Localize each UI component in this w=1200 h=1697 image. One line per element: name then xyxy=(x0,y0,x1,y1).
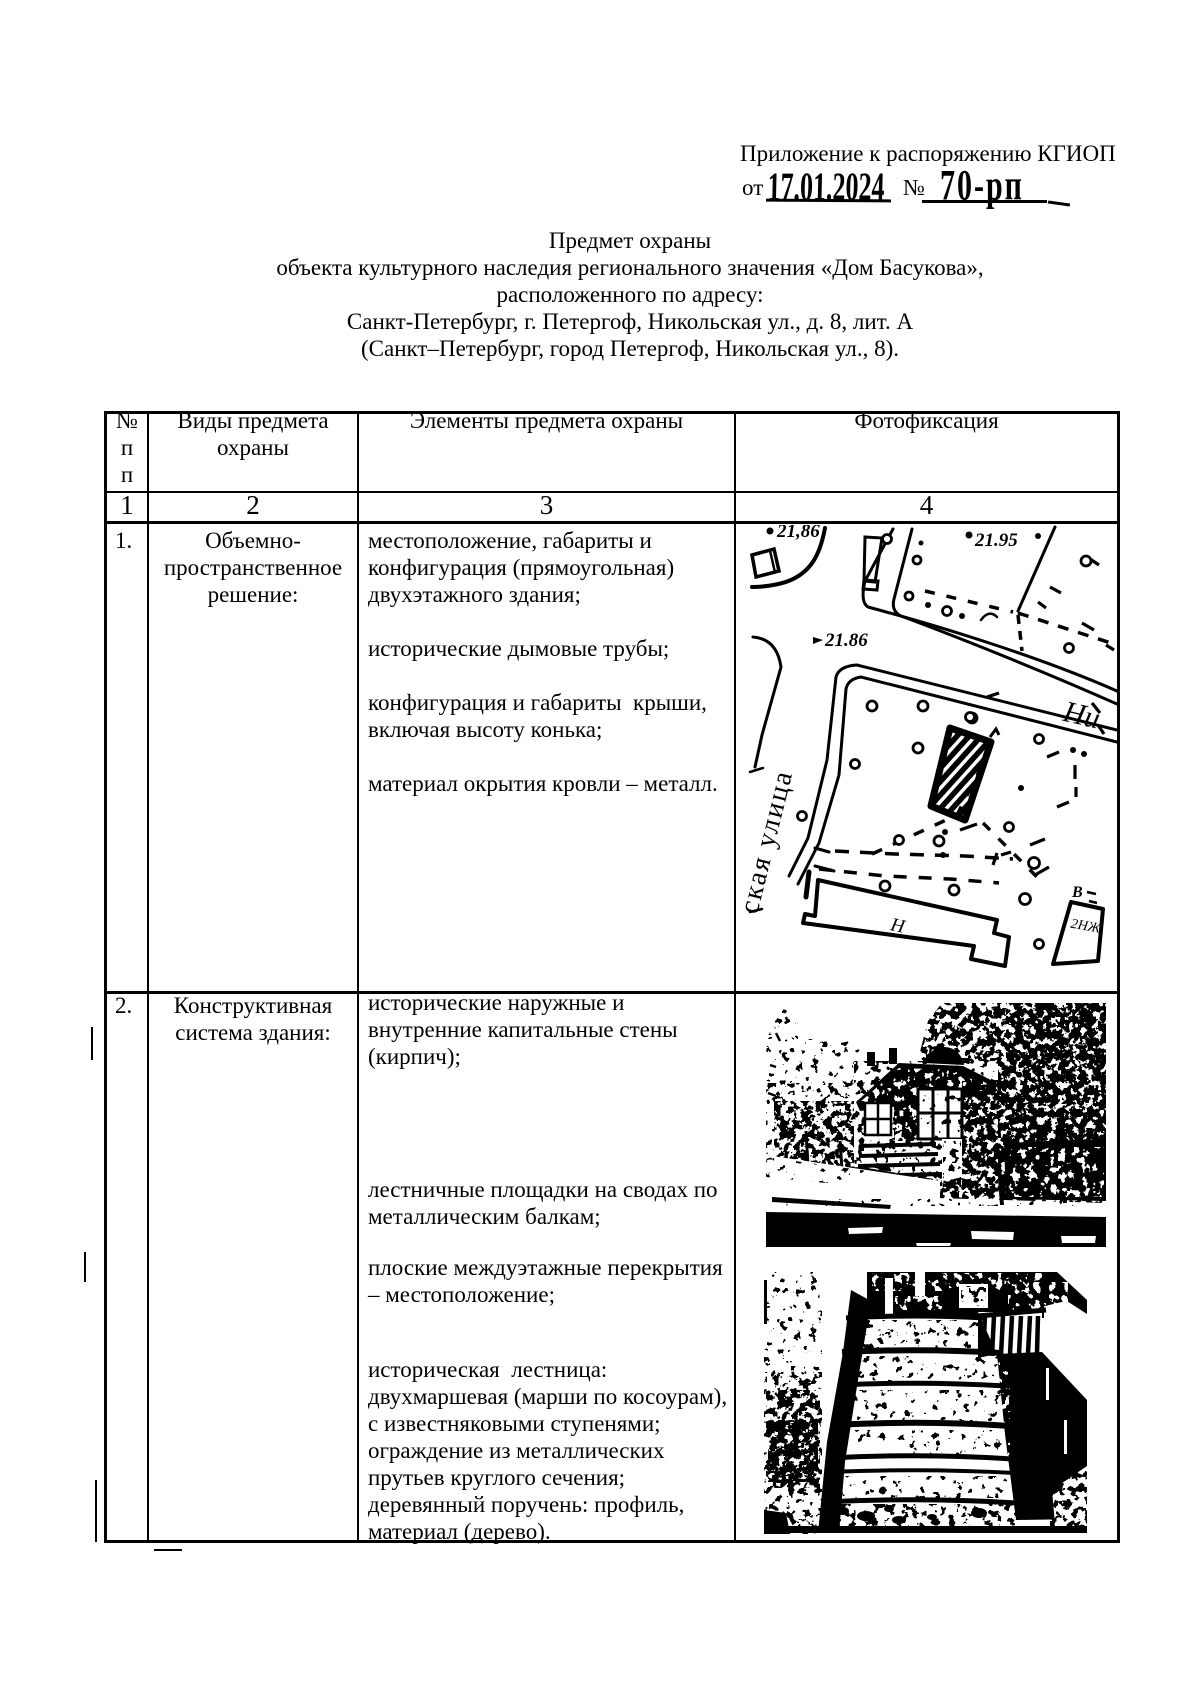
svg-text:21.86: 21.86 xyxy=(824,630,868,651)
svg-text:В: В xyxy=(1071,884,1083,901)
svg-text:Н: Н xyxy=(888,914,908,938)
svg-text:2НЖ: 2НЖ xyxy=(1069,917,1102,937)
svg-text:21,86: 21,86 xyxy=(776,525,820,542)
svg-text:ская улица: ская улица xyxy=(735,766,799,916)
svg-text:21.95: 21.95 xyxy=(974,530,1018,551)
